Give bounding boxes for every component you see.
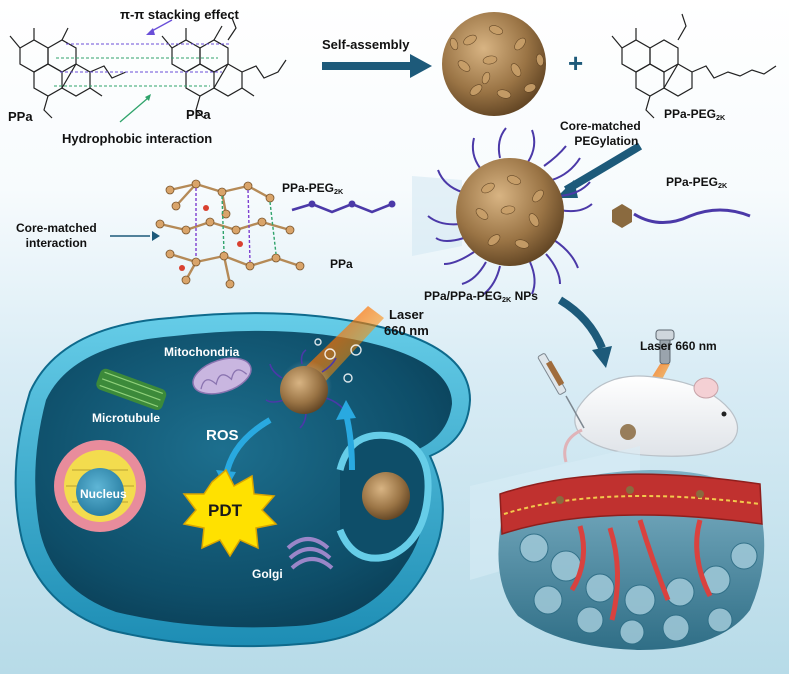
core-matched-interaction-line1: Core-matched — [16, 221, 97, 235]
cell-nanoparticle — [265, 349, 345, 429]
laser-device — [655, 329, 675, 365]
core-matched-interaction-line2: interaction — [25, 236, 88, 250]
core-matched-pegylation-line1: Core-matched — [560, 119, 641, 133]
laser-cell-line1: Laser — [389, 307, 424, 322]
pdt-label: PDT — [208, 501, 242, 520]
self-assembly-arrow[interactable] — [322, 54, 432, 78]
ppa-peg-top-label: PPa-PEG2K — [664, 108, 725, 121]
ros-label: ROS — [206, 427, 239, 444]
pegylated-nanoparticle — [427, 127, 593, 295]
ppa-left-label: PPa — [8, 109, 33, 124]
ppa-peg-right-sub: 2K — [718, 180, 728, 190]
ppa-peg-top-sub: 2K — [716, 112, 726, 122]
ppa-peg-icon — [612, 204, 751, 228]
nps-text: PPa/PPa-PEG — [424, 289, 503, 303]
blood-vessel — [499, 473, 763, 621]
core-matched-pegylation-line2: PEGylation — [574, 134, 639, 148]
ppa-molecule-left — [9, 27, 127, 119]
ppa-peg-right-text: PPa-PEG — [666, 175, 719, 189]
nucleus-label: Nucleus — [80, 487, 127, 501]
pi-stacking-lines — [54, 43, 230, 87]
nps-sub: 2K — [502, 294, 512, 304]
ppa-lower-label: PPa — [330, 257, 353, 271]
mouse — [563, 375, 739, 463]
ppa-peg-molecule-top — [611, 13, 777, 119]
ppa-mid-label: PPa — [186, 107, 211, 122]
microtubule — [96, 368, 167, 411]
ppa-peg-mid-text: PPa-PEG — [282, 181, 335, 195]
nps-label: PPa/PPa-PEG2K NPs — [424, 290, 538, 303]
injection-arrow[interactable] — [557, 296, 612, 368]
nucleus — [54, 440, 146, 532]
golgi — [286, 537, 334, 570]
core-matched-interaction-pointer — [110, 231, 160, 241]
ppa-peg-mid-sub: 2K — [334, 186, 344, 196]
laser-cell-label: Laser 660 nm — [384, 308, 429, 337]
self-assembly-label: Self-assembly — [322, 37, 410, 52]
golgi-label: Golgi — [252, 567, 283, 581]
pi-stacking-pointer — [146, 19, 173, 35]
syringe — [537, 353, 585, 429]
molecular-model — [155, 179, 396, 289]
ppa-peg-top-text: PPa-PEG — [664, 107, 717, 121]
mitochondria-label: Mitochondria — [164, 345, 240, 359]
mitochondria — [192, 357, 252, 395]
ros-bubbles — [314, 338, 362, 383]
microtubule-label: Microtubule — [92, 411, 160, 425]
laser-cell-line2: 660 nm — [384, 323, 429, 338]
ppa-peg-right-label: PPa-PEG2K — [666, 176, 727, 189]
laser-mouse-label: Laser 660 nm — [640, 339, 717, 353]
nps-tail: NPs — [511, 289, 538, 303]
uptake-arrow[interactable] — [336, 400, 356, 471]
core-matched-pegylation-label: Core-matched PEGylation — [560, 120, 641, 147]
hydrophobic-pointer — [119, 94, 151, 123]
ppa-nanoparticle — [442, 12, 546, 116]
endosome-nanoparticle — [362, 472, 410, 520]
ppa-peg-mid-label: PPa-PEG2K — [282, 182, 343, 195]
core-matched-interaction-label: Core-matched interaction — [16, 222, 97, 249]
pdt-star — [182, 468, 278, 558]
hydrophobic-label: Hydrophobic interaction — [62, 131, 213, 146]
pi-stacking-label: π-π stacking effect — [120, 7, 239, 22]
plus-sign: + — [568, 48, 584, 78]
ppa-molecule-mid — [161, 17, 287, 119]
zoom-beam — [412, 176, 462, 256]
